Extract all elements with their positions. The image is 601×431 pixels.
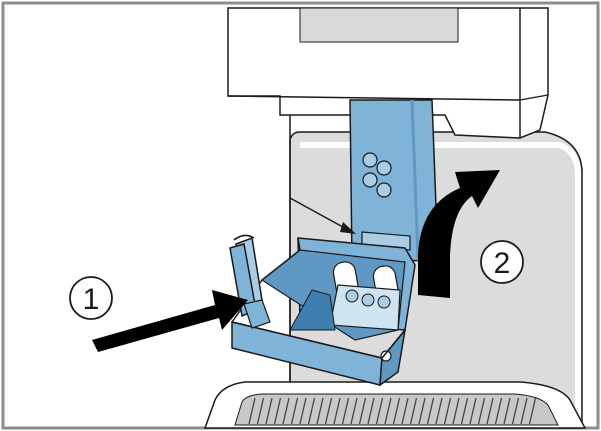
pointer-arrowhead	[340, 222, 356, 234]
drip-tray-slat	[324, 397, 333, 425]
drip-tray-slat	[418, 397, 426, 425]
drip-tray-slat	[401, 397, 409, 425]
drip-tray-slat	[256, 397, 265, 425]
guide-rail	[349, 99, 439, 263]
drip-tray-slat	[333, 397, 341, 425]
step-1-label: 1	[83, 283, 100, 316]
drip-tray-slat	[265, 397, 273, 425]
drip-tray-slat	[299, 397, 307, 425]
drip-tray-slat	[528, 397, 537, 425]
drip-tray-slat	[520, 397, 528, 425]
pointer-line	[289, 197, 353, 233]
step-2-label: 2	[494, 247, 511, 280]
drip-tray	[203, 381, 587, 429]
drip-tray-slat	[460, 397, 469, 425]
drip-tray-slat	[443, 397, 452, 425]
drip-tray-slat	[358, 397, 367, 425]
drip-tray-slat	[511, 397, 520, 425]
drip-tray-slat	[503, 397, 511, 425]
lift-arrow	[418, 170, 500, 298]
control-panel-housing	[227, 7, 549, 139]
drip-tray-slat	[316, 397, 324, 425]
drip-tray-slat	[248, 397, 256, 425]
drip-tray-slat	[375, 397, 384, 425]
drip-tray-slat	[384, 397, 392, 425]
drip-tray-slat	[435, 397, 443, 425]
drip-tray-slat	[392, 397, 401, 425]
drip-tray-slat	[290, 397, 299, 425]
drip-tray-slat	[282, 397, 290, 425]
brew-unit	[229, 234, 416, 387]
step-1-callout: 1	[69, 276, 113, 320]
drip-tray-slat	[477, 397, 486, 425]
display-screen	[299, 7, 459, 43]
push-arrow	[92, 290, 248, 352]
drip-tray-slat	[426, 397, 435, 425]
drip-tray-slat	[273, 397, 282, 425]
drip-tray-slat	[350, 397, 358, 425]
drip-tray-slat	[452, 397, 460, 425]
drip-tray-slat	[341, 397, 350, 425]
drip-tray-slat	[367, 397, 375, 425]
step-2-callout: 2	[480, 240, 524, 284]
drip-tray-slat	[409, 397, 418, 425]
drip-tray-slat	[494, 397, 503, 425]
drip-tray-slat	[307, 397, 316, 425]
drip-tray-slat	[469, 397, 477, 425]
drip-tray-slat	[486, 397, 494, 425]
